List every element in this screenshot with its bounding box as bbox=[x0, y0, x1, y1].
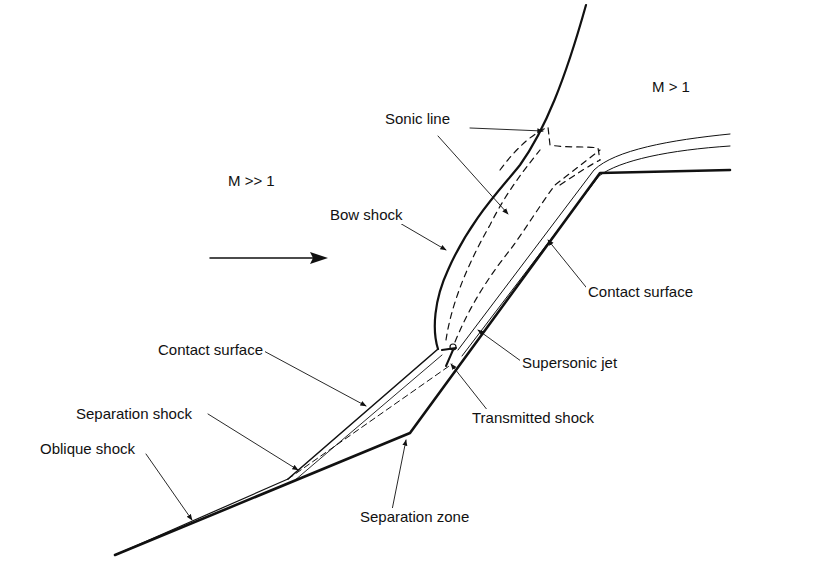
leader-line bbox=[262, 350, 366, 406]
feature-label: Transmitted shock bbox=[470, 409, 596, 427]
sonic-line bbox=[446, 150, 540, 340]
separation-zone-boundary bbox=[288, 364, 452, 479]
leader-line bbox=[548, 240, 590, 292]
feature-label: Contact surface bbox=[156, 341, 265, 359]
leader-line bbox=[392, 440, 406, 510]
feature-label: Separation zone bbox=[358, 508, 471, 526]
feature-label: Separation shock bbox=[74, 405, 194, 423]
jet-boundary-inner bbox=[462, 146, 730, 356]
transmitted-shock bbox=[446, 350, 453, 366]
flow-arrowhead bbox=[310, 252, 328, 264]
bow-shock bbox=[435, 5, 586, 349]
separation-shock bbox=[288, 349, 438, 479]
leader-line bbox=[146, 454, 192, 520]
feature-label: Sonic line bbox=[383, 110, 452, 128]
mach-label: M > 1 bbox=[650, 78, 692, 96]
mach-label: M >> 1 bbox=[226, 172, 277, 190]
leader-line bbox=[478, 330, 525, 364]
sonic-line bbox=[500, 127, 600, 170]
leader-line bbox=[438, 136, 508, 214]
leader-line bbox=[470, 128, 543, 131]
flow-arrow bbox=[210, 257, 315, 259]
feature-label: Bow shock bbox=[328, 206, 405, 224]
feature-label: Supersonic jet bbox=[520, 354, 619, 372]
leader-line bbox=[398, 222, 446, 250]
sonic-line bbox=[560, 160, 600, 185]
feature-label: Oblique shock bbox=[38, 440, 137, 458]
feature-label: Contact surface bbox=[586, 283, 695, 301]
oblique-shock bbox=[115, 479, 288, 555]
jet-boundary bbox=[458, 134, 730, 350]
leader-line bbox=[208, 414, 298, 470]
wall bbox=[115, 170, 730, 555]
contact-surface-left bbox=[294, 355, 442, 481]
